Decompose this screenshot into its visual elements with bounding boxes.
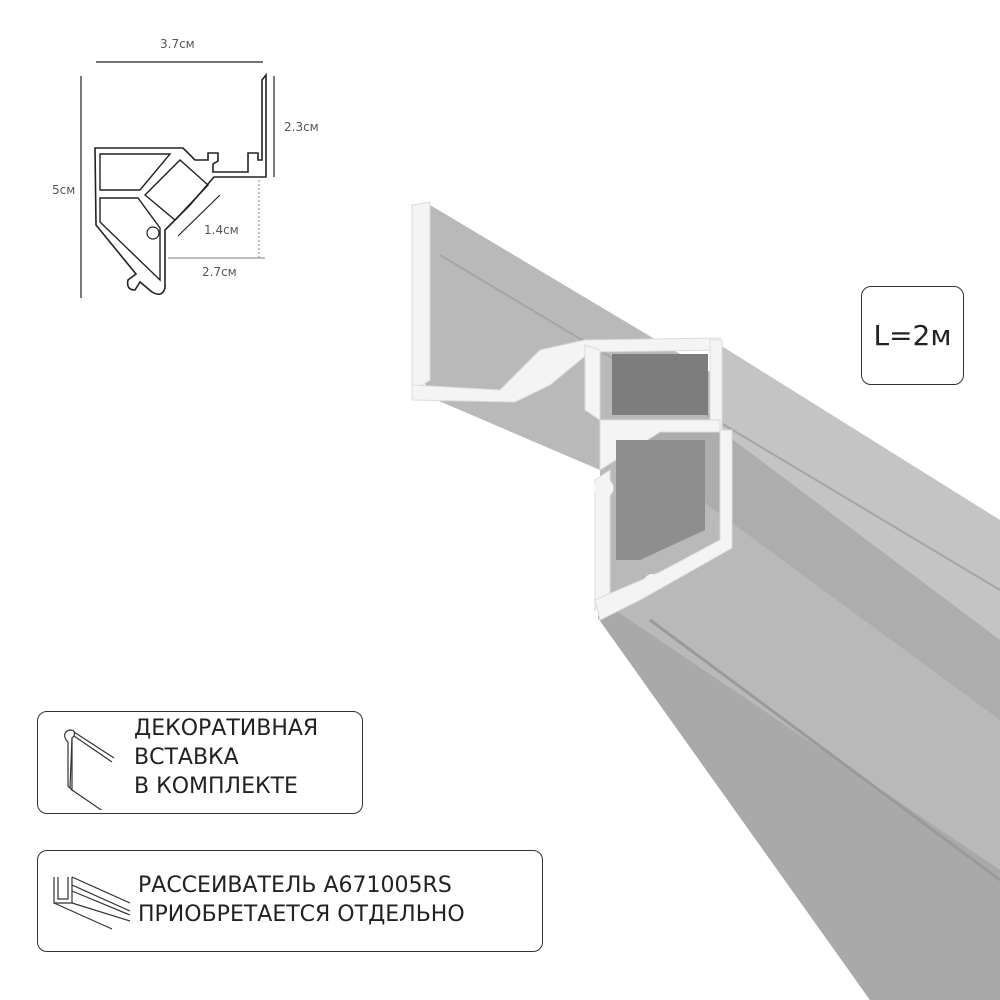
length-badge: L=2м <box>861 286 964 385</box>
profile-cross-section-drawing <box>80 61 275 298</box>
width-dimension-label: 3.7см <box>160 37 195 51</box>
depth-dimension-label: 2.7см <box>202 265 237 279</box>
height-dimension-label: 5см <box>52 183 76 197</box>
slot-dimension-label: 1.4см <box>204 223 239 237</box>
decorative-insert-info-box: ДЕКОРАТИВНАЯ ВСТАВКА В КОМПЛЕКТЕ <box>37 711 363 814</box>
flange-dimension-label: 2.3см <box>284 120 319 134</box>
diffuser-icon <box>53 876 131 930</box>
diffuser-info-box: РАССЕИВАТЕЛЬ A671005RS ПРИОБРЕТАЕТСЯ ОТД… <box>37 850 543 952</box>
info-line: ДЕКОРАТИВНАЯ <box>134 716 319 741</box>
info-line: ВСТАВКА <box>134 745 239 770</box>
info-line: В КОМПЛЕКТЕ <box>134 774 298 799</box>
decorative-insert-icon <box>64 729 115 810</box>
info-line: ПРИОБРЕТАЕТСЯ ОТДЕЛЬНО <box>138 902 465 927</box>
info-line: РАССЕИВАТЕЛЬ A671005RS <box>138 873 452 898</box>
